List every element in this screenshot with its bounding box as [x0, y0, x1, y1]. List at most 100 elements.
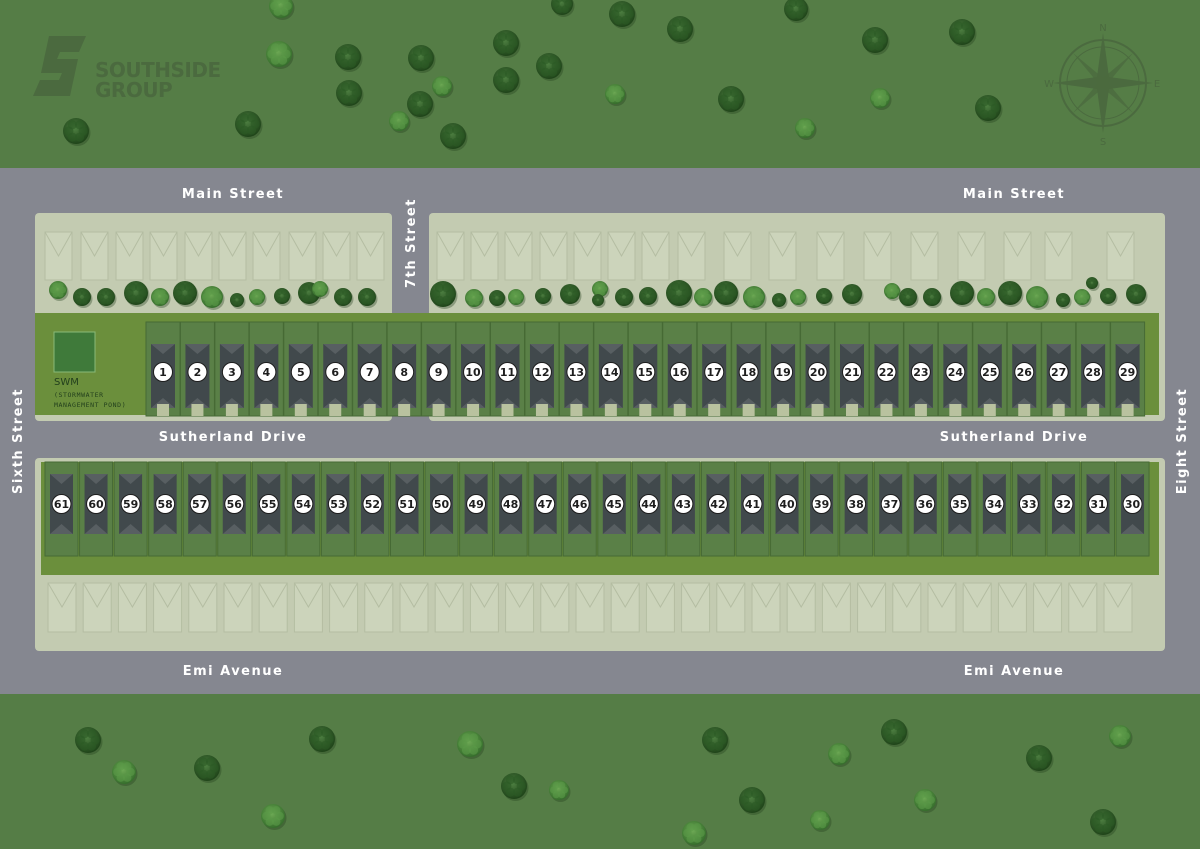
lot-badge[interactable]: 20 — [807, 362, 828, 382]
lot-badge[interactable]: 34 — [984, 494, 1005, 514]
lot-40[interactable]: 40 — [770, 461, 805, 557]
lot-badge[interactable]: 48 — [500, 494, 521, 514]
lot-badge[interactable]: 45 — [604, 494, 625, 514]
lot-22[interactable]: 22 — [868, 321, 904, 417]
lot-badge[interactable]: 18 — [738, 362, 759, 382]
lot-badge[interactable]: 15 — [635, 362, 656, 382]
lot-27[interactable]: 27 — [1041, 321, 1077, 417]
lot-badge[interactable]: 2 — [187, 362, 208, 382]
lot-badge[interactable]: 14 — [600, 362, 621, 382]
lot-badge[interactable]: 29 — [1117, 362, 1138, 382]
lot-11[interactable]: 11 — [490, 321, 525, 417]
lot-52[interactable]: 52 — [355, 461, 390, 557]
lot-15[interactable]: 15 — [627, 321, 663, 417]
lot-58[interactable]: 58 — [148, 461, 183, 557]
lot-34[interactable]: 34 — [977, 461, 1012, 557]
lot-17[interactable]: 17 — [696, 321, 732, 417]
lot-badge[interactable]: 55 — [258, 494, 279, 514]
lot-21[interactable]: 21 — [834, 321, 870, 417]
lot-33[interactable]: 33 — [1011, 461, 1046, 557]
lot-60[interactable]: 60 — [79, 461, 114, 557]
lot-37[interactable]: 37 — [873, 461, 908, 557]
lot-2[interactable]: 2 — [179, 321, 215, 417]
lot-badge[interactable]: 41 — [742, 494, 763, 514]
lot-badge[interactable]: 32 — [1053, 494, 1074, 514]
lot-35[interactable]: 35 — [942, 461, 977, 557]
lot-47[interactable]: 47 — [528, 461, 563, 557]
lot-badge[interactable]: 24 — [945, 362, 966, 382]
lot-badge[interactable]: 54 — [293, 494, 314, 514]
lot-14[interactable]: 14 — [593, 321, 629, 417]
lot-badge[interactable]: 49 — [466, 494, 487, 514]
lot-49[interactable]: 49 — [459, 461, 494, 557]
lot-badge[interactable]: 5 — [290, 362, 311, 382]
lot-1[interactable]: 1 — [145, 321, 181, 417]
lot-badge[interactable]: 51 — [397, 494, 417, 514]
lot-16[interactable]: 16 — [662, 321, 698, 417]
lot-badge[interactable]: 1 — [153, 362, 173, 382]
lot-badge[interactable]: 7 — [359, 362, 380, 382]
lot-badge[interactable]: 52 — [362, 494, 383, 514]
lot-48[interactable]: 48 — [493, 461, 528, 557]
lot-51[interactable]: 51 — [390, 461, 424, 557]
lot-32[interactable]: 32 — [1046, 461, 1081, 557]
lot-46[interactable]: 46 — [562, 461, 597, 557]
lot-badge[interactable]: 25 — [979, 362, 1000, 382]
lot-4[interactable]: 4 — [248, 321, 284, 417]
lot-29[interactable]: 29 — [1110, 321, 1146, 417]
lot-25[interactable]: 25 — [972, 321, 1008, 417]
lot-badge[interactable]: 22 — [876, 362, 897, 382]
lot-26[interactable]: 26 — [1006, 321, 1042, 417]
lot-44[interactable]: 44 — [631, 461, 666, 557]
lot-38[interactable]: 38 — [839, 461, 874, 557]
lot-badge[interactable]: 40 — [777, 494, 798, 514]
lot-badge[interactable]: 17 — [704, 362, 725, 382]
lot-badge[interactable]: 3 — [221, 362, 242, 382]
lot-56[interactable]: 56 — [217, 461, 252, 557]
lot-badge[interactable]: 31 — [1088, 494, 1108, 514]
lot-8[interactable]: 8 — [386, 321, 422, 417]
lot-badge[interactable]: 30 — [1122, 494, 1143, 514]
lot-19[interactable]: 19 — [765, 321, 801, 417]
lot-badge[interactable]: 21 — [842, 362, 862, 382]
lot-badge[interactable]: 36 — [915, 494, 936, 514]
lot-badge[interactable]: 56 — [224, 494, 245, 514]
lot-badge[interactable]: 57 — [189, 494, 210, 514]
lot-57[interactable]: 57 — [182, 461, 217, 557]
lot-badge[interactable]: 42 — [707, 494, 728, 514]
lot-36[interactable]: 36 — [908, 461, 943, 557]
lot-61[interactable]: 61 — [44, 461, 79, 557]
lot-9[interactable]: 9 — [421, 321, 457, 417]
lot-28[interactable]: 28 — [1075, 321, 1111, 417]
lot-badge[interactable]: 58 — [155, 494, 176, 514]
lot-59[interactable]: 59 — [113, 461, 148, 557]
lot-18[interactable]: 18 — [731, 321, 767, 417]
lot-45[interactable]: 45 — [597, 461, 632, 557]
lot-42[interactable]: 42 — [700, 461, 735, 557]
lot-badge[interactable]: 16 — [669, 362, 690, 382]
lot-badge[interactable]: 23 — [910, 362, 931, 382]
lot-54[interactable]: 54 — [286, 461, 321, 557]
lot-badge[interactable]: 44 — [638, 494, 659, 514]
lot-badge[interactable]: 28 — [1083, 362, 1104, 382]
lot-6[interactable]: 6 — [317, 321, 353, 417]
lot-badge[interactable]: 9 — [428, 362, 449, 382]
lot-badge[interactable]: 43 — [673, 494, 694, 514]
lot-53[interactable]: 53 — [320, 461, 355, 557]
lot-31[interactable]: 31 — [1081, 461, 1115, 557]
lot-badge[interactable]: 53 — [327, 494, 348, 514]
lot-badge[interactable]: 37 — [880, 494, 901, 514]
lot-badge[interactable]: 50 — [431, 494, 452, 514]
lot-badge[interactable]: 47 — [535, 494, 556, 514]
lot-badge[interactable]: 19 — [773, 362, 794, 382]
lot-13[interactable]: 13 — [558, 321, 594, 417]
lot-badge[interactable]: 35 — [949, 494, 970, 514]
lot-23[interactable]: 23 — [903, 321, 939, 417]
lot-50[interactable]: 50 — [424, 461, 459, 557]
lot-badge[interactable]: 13 — [566, 362, 587, 382]
lot-badge[interactable]: 10 — [463, 362, 484, 382]
lot-badge[interactable]: 8 — [394, 362, 415, 382]
lot-41[interactable]: 41 — [735, 461, 770, 557]
lot-3[interactable]: 3 — [214, 321, 250, 417]
lot-20[interactable]: 20 — [800, 321, 836, 417]
